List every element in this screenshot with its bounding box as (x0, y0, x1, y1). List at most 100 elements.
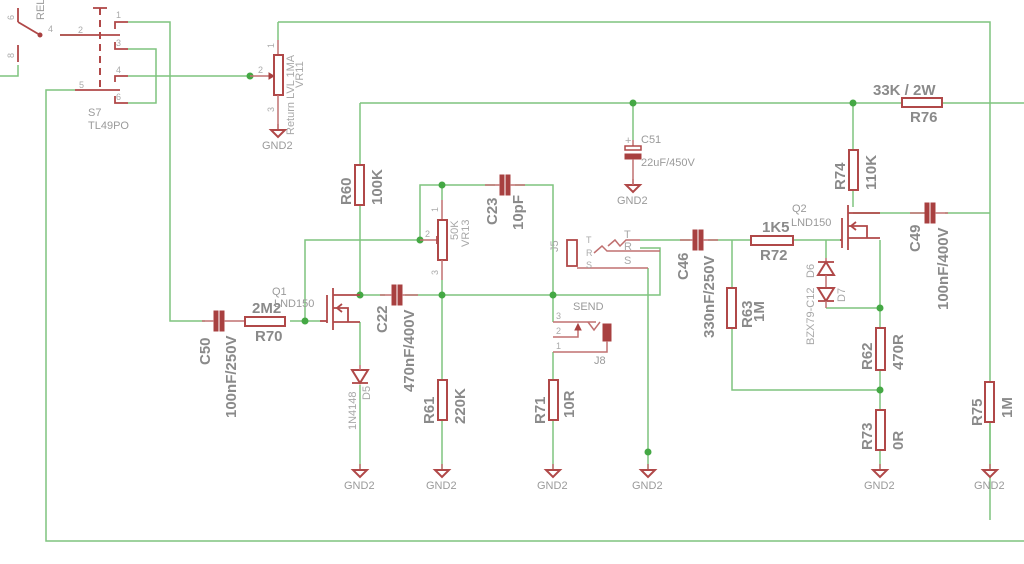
vr13-value: 50K (449, 220, 461, 240)
resistor-r60[interactable]: R60 100K (338, 164, 386, 206)
switch-contact-6 (114, 96, 128, 104)
contact-arrow-icon (574, 322, 582, 331)
q2-name: Q2 (792, 203, 807, 215)
ring-contact (593, 244, 660, 254)
r74-name: R74 (832, 162, 849, 190)
potentiometer-vr11[interactable]: 1 2 3 Return LVL 1MA VR11 (250, 40, 306, 135)
resistor-r62[interactable]: R62 470R (859, 327, 907, 371)
plate (499, 174, 505, 196)
r72-name: R72 (760, 247, 788, 264)
capacitor-c51[interactable]: + C51 22uF/450V (624, 134, 695, 185)
plate (213, 310, 219, 332)
resistor-r74[interactable]: R74 110K (832, 149, 880, 191)
c50-value: 100nF/250V (223, 335, 240, 418)
pin-label: 2 (556, 326, 561, 336)
ground-icon (268, 129, 288, 139)
wire-rel-pin8 (0, 65, 19, 77)
ground-symbol: GND2 (974, 464, 1005, 492)
pin-label: 2 (258, 65, 263, 75)
mosfet-q1[interactable]: Q1 LND150 (272, 286, 360, 330)
s7-name: S7 (88, 107, 101, 119)
r60-body (354, 164, 365, 206)
ground-label: GND2 (974, 480, 1005, 492)
capacitor-c22[interactable]: C22 470nF/400V (374, 284, 418, 392)
resistor-r71[interactable]: R71 10R (532, 379, 578, 424)
plate (505, 174, 511, 196)
c49-name: C49 (907, 224, 924, 252)
pin-label: 6 (6, 15, 16, 20)
junction-dot (849, 99, 857, 107)
pin-label: 2 (78, 25, 83, 35)
mosfet-q2[interactable]: Q2 LND150 (791, 203, 880, 250)
potentiometer-vr13[interactable]: 1 2 3 50K VR13 (420, 200, 472, 280)
vr11-value: Return LVL 1MA (285, 54, 297, 135)
pin-label: 5 (79, 80, 84, 90)
r71-value: 10R (561, 390, 578, 418)
r76-body (901, 97, 943, 108)
capacitor-c46[interactable]: C46 330nF/250V (675, 229, 718, 338)
capacitor-c50[interactable]: C50 100nF/250V (197, 310, 245, 418)
r73-value: 0R (890, 431, 907, 450)
plate (692, 229, 698, 251)
r63-value: 1M (751, 301, 768, 322)
r70-name: R70 (255, 328, 283, 345)
junction-dot (549, 291, 557, 299)
d5-value: 1N4148 (347, 391, 359, 430)
r73-name: R73 (859, 422, 876, 450)
plate (930, 202, 936, 224)
q1-name: Q1 (272, 286, 287, 298)
resistor-r76[interactable]: 33K / 2W R76 (873, 82, 943, 126)
ground-symbol: GND2 (344, 464, 375, 492)
diode-d5[interactable]: 1N4148 D5 (347, 365, 373, 430)
wire-c22-to-j5 (405, 247, 661, 296)
r74-value: 110K (863, 155, 880, 190)
c23-value: 10pF (510, 195, 527, 230)
capacitor-c49[interactable]: C49 100nF/400V (907, 202, 952, 310)
ground-label: GND2 (617, 195, 648, 207)
zener-d6[interactable]: D6 (805, 258, 836, 288)
resistor-r72[interactable]: 1K5 R72 (750, 219, 794, 264)
ground-symbol: GND2 (864, 464, 895, 492)
relay-rel[interactable]: 6 4 8 REL (6, 0, 53, 62)
pin-label: 4 (116, 65, 121, 75)
r63-name: R63 (739, 300, 756, 328)
plate (924, 202, 930, 224)
wire-vr13-loop (419, 184, 443, 240)
ground-icon (980, 469, 1000, 479)
resistor-r73[interactable]: R73 0R (859, 409, 907, 451)
tip-contact (607, 238, 640, 248)
c46-value: 330nF/250V (701, 255, 718, 338)
ground-symbol: GND2 (632, 464, 663, 492)
c51-plate-neg (624, 153, 642, 160)
body-arrow-icon (335, 303, 343, 313)
resistor-r70[interactable]: 2M2 R70 (244, 300, 286, 345)
resistor-r75[interactable]: R75 1M (969, 381, 1016, 426)
r70-value: 2M2 (252, 300, 281, 317)
resistor-r63[interactable]: R63 1M (726, 287, 768, 329)
ground-symbol: GND2 (537, 464, 568, 492)
pin-label: 3 (116, 38, 121, 48)
r76-value: 33K / 2W (873, 82, 936, 99)
r62-name: R62 (859, 342, 876, 370)
ground-symbol: GND2 (426, 464, 457, 492)
c23-name: C23 (484, 197, 501, 225)
junction-dot (301, 317, 309, 325)
jack-j8-send[interactable]: 3 2 1 SEND J8 (553, 301, 612, 367)
q1-value: LND150 (274, 298, 314, 310)
capacitor-c23[interactable]: C23 10pF (484, 174, 527, 230)
pin-label: T (586, 235, 592, 245)
wire-s7-pin5-bottom-loop (45, 89, 1024, 542)
j8-name: J8 (594, 355, 606, 367)
zener-d7[interactable]: D7 BZX79-C12 (805, 287, 848, 345)
r60-name: R60 (338, 177, 355, 205)
resistor-r61[interactable]: R61 220K (421, 379, 469, 424)
wire-c23-right (515, 184, 554, 295)
r71-name: R71 (532, 396, 549, 424)
r63-body (726, 287, 737, 329)
jack-j5[interactable]: T R S T R S J5 (549, 229, 660, 270)
switch-s7[interactable]: 1 2 3 4 5 6 S7 TL49PO (60, 7, 129, 132)
ground-label: GND2 (262, 140, 293, 152)
wire-s7-pin1-to-c50 (128, 21, 205, 322)
